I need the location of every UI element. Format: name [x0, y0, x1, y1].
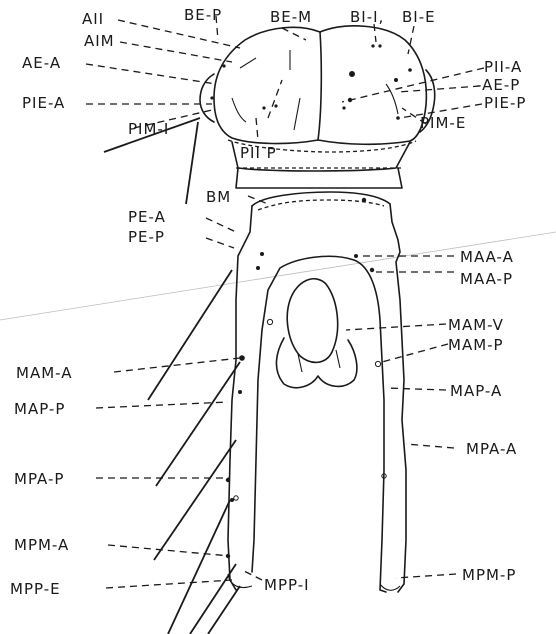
label-pe-p: PE-P — [128, 228, 165, 246]
label-be-m: BE-M — [270, 8, 312, 26]
label-bm: BM — [206, 188, 231, 206]
label-mam-a: MAM-A — [16, 364, 73, 382]
label-pim-i: PIM-I — [128, 120, 169, 138]
label-bi-e: BI-E — [402, 8, 436, 26]
label-mam-p: MAM-P — [448, 336, 504, 354]
label-pe-a: PE-A — [128, 208, 166, 226]
label-group: AII AIM AE-A PIE-A PIM-I PII P BE-P BE-M… — [10, 6, 526, 598]
label-ae-a: AE-A — [22, 54, 61, 72]
thorax-outline — [228, 192, 406, 592]
head-dots — [210, 44, 411, 119]
label-maa-p: MAA-P — [460, 270, 513, 288]
head-outline — [200, 26, 435, 188]
label-mam-v: MAM-V — [448, 316, 504, 334]
label-be-p: BE-P — [184, 6, 222, 24]
label-pie-p: PIE-P — [484, 94, 526, 112]
label-pii-a: PII-A — [484, 58, 522, 76]
label-mpp-e: MPP-E — [10, 580, 61, 598]
label-map-p: MAP-P — [14, 400, 65, 418]
label-bi-i: BI-I, — [350, 8, 384, 26]
label-pim-e: PIM-E — [420, 114, 466, 132]
label-maa-a: MAA-A — [460, 248, 514, 266]
label-all: AII — [82, 10, 104, 28]
body-dots — [226, 198, 386, 558]
label-pie-a: PIE-A — [22, 94, 65, 112]
label-map-a: MAP-A — [450, 382, 502, 400]
leader-lines — [86, 16, 484, 588]
label-aim: AIM — [84, 32, 115, 50]
label-pii-p: PII P — [240, 144, 277, 162]
label-ae-p: -AE-P — [476, 76, 520, 94]
label-mpa-p: MPA-P — [14, 470, 64, 488]
label-mpp-i: MPP-I — [264, 576, 310, 594]
label-mpm-p: MPM-P — [462, 566, 516, 584]
label-mpa-a: MPA-A — [466, 440, 517, 458]
label-mpm-a: MPM-A — [14, 536, 69, 554]
